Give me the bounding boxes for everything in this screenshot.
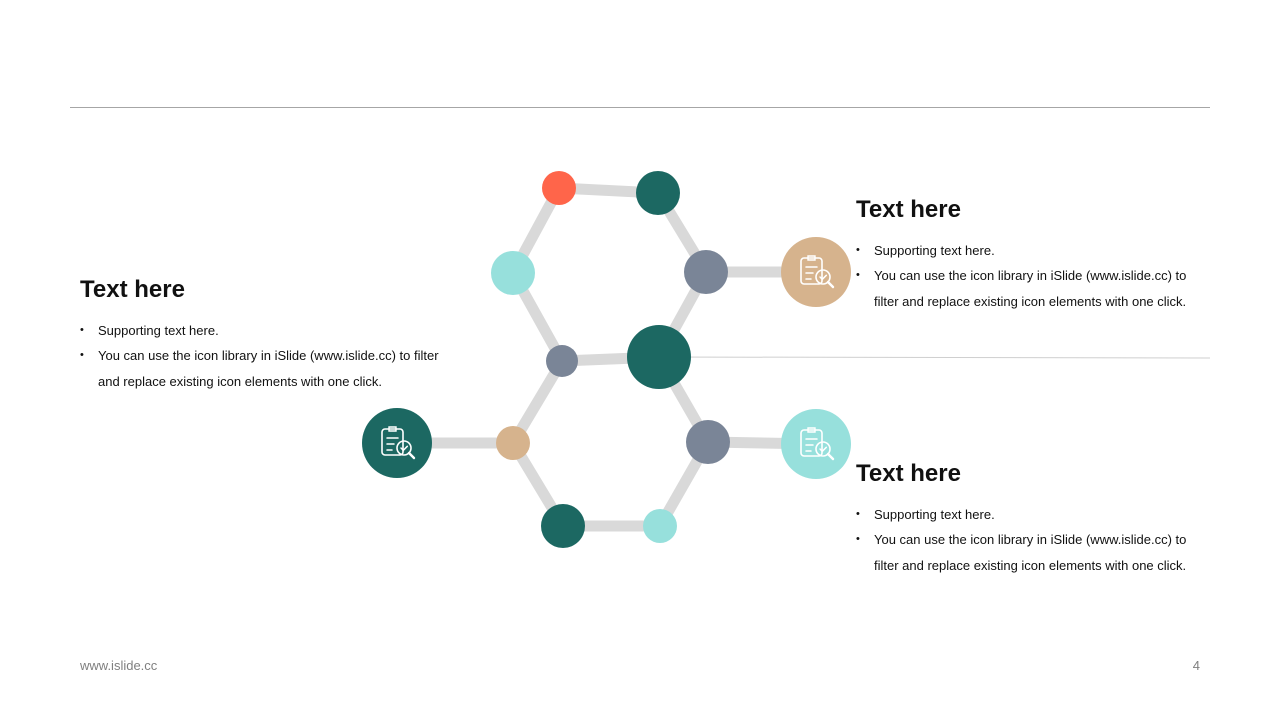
bullet-item: Supporting text here. — [856, 502, 1206, 528]
block-title: Text here — [856, 196, 961, 223]
node-slate — [684, 250, 728, 294]
bullet-item: You can use the icon library in iSlide (… — [80, 343, 450, 394]
node-light-teal-small — [643, 509, 677, 543]
bullet-list: Supporting text here. You can use the ic… — [856, 502, 1206, 579]
page-number: 4 — [1192, 658, 1200, 673]
bullet-item: You can use the icon library in iSlide (… — [856, 527, 1206, 578]
node-slate — [686, 420, 730, 464]
node-orange — [542, 171, 576, 205]
text-block-bottom-right: Text here Supporting text here. You can … — [856, 460, 1206, 578]
bullet-list: Supporting text here. You can use the ic… — [80, 318, 450, 395]
icon-node-top-right — [781, 237, 851, 307]
top-divider — [70, 107, 1210, 108]
icon-node-bottom-right — [781, 409, 851, 479]
block-title: Text here — [80, 276, 185, 303]
bullet-item: Supporting text here. — [856, 238, 1206, 264]
block-title: Text here — [856, 460, 961, 487]
node-dark-teal — [541, 504, 585, 548]
bullet-item: You can use the icon library in iSlide (… — [856, 263, 1206, 314]
footer-url[interactable]: www.islide.cc — [80, 658, 158, 673]
node-tan — [496, 426, 530, 460]
node-light-teal — [491, 251, 535, 295]
node-dark-teal — [636, 171, 680, 215]
text-block-top-right: Text here Supporting text here. You can … — [856, 196, 1206, 314]
node-slate-small — [546, 345, 578, 377]
bullet-list: Supporting text here. You can use the ic… — [856, 238, 1206, 315]
pointer-line — [658, 356, 1211, 359]
text-block-left: Text here Supporting text here. You can … — [80, 276, 450, 394]
node-center-dark-teal — [627, 325, 691, 389]
icon-node-left — [362, 408, 432, 478]
bullet-item: Supporting text here. — [80, 318, 450, 344]
